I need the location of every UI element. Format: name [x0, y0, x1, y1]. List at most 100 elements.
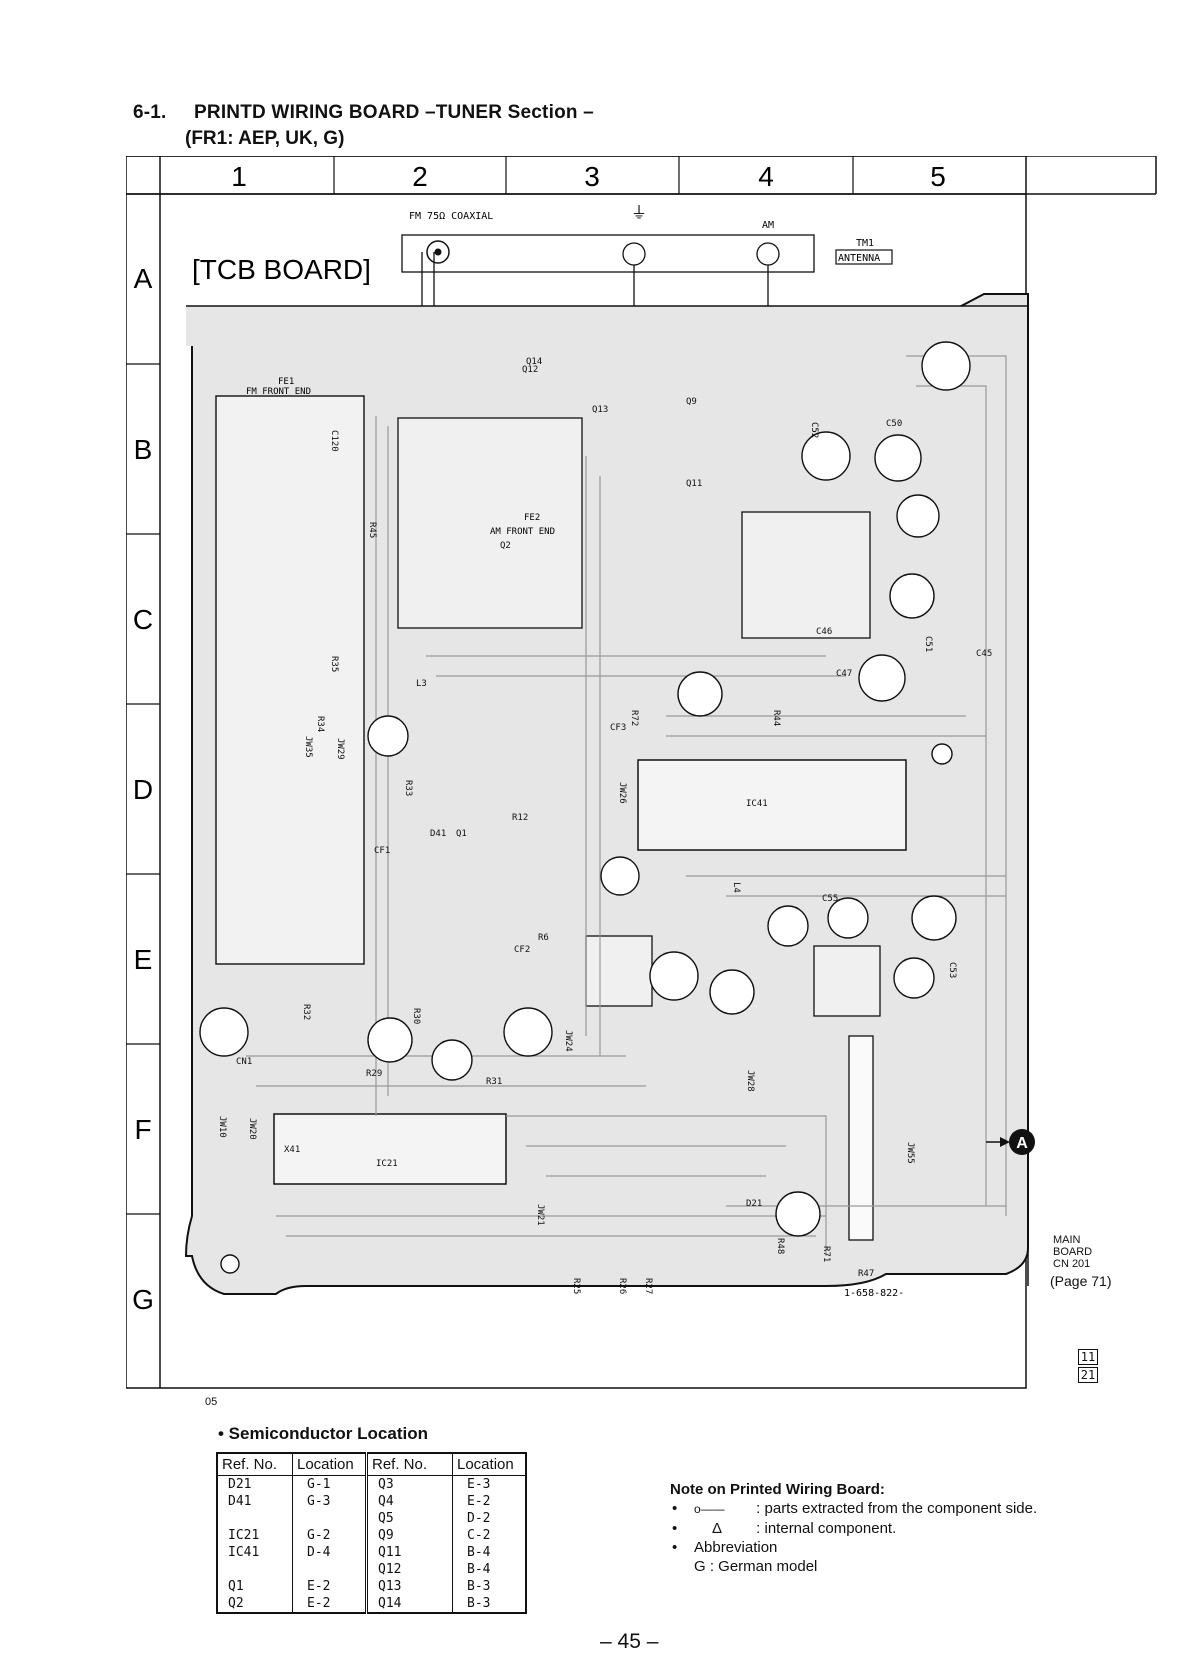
location-cell: B-4: [452, 1561, 526, 1578]
svg-text:JW26: JW26: [617, 782, 627, 804]
location-cell: C-2: [452, 1527, 526, 1544]
fm-antenna-label: FM 75Ω COAXIAL: [409, 211, 493, 222]
svg-text:CN1: CN1: [236, 1057, 252, 1067]
row-label: F: [134, 1114, 151, 1145]
ref-no-cell: Q3: [365, 1475, 453, 1493]
section-number: 6-1.: [133, 102, 167, 123]
svg-text:X41: X41: [284, 1145, 300, 1155]
ref-no-cell: Q14: [365, 1595, 453, 1613]
note-row: • Δ : internal component.: [672, 1520, 897, 1537]
row-label: C: [133, 604, 153, 635]
section-subtitle: (FR1: AEP, UK, G): [185, 128, 345, 149]
cn1-connector: [848, 1035, 874, 1241]
pwb-notes: Note on Printed Wiring Board: • o—— : pa…: [670, 1480, 1037, 1576]
svg-text:C50: C50: [886, 419, 902, 429]
note-row: • Abbreviation: [672, 1539, 778, 1556]
svg-text:IC21: IC21: [376, 1159, 398, 1169]
svg-text:FE2: FE2: [524, 513, 540, 523]
ref-no-cell: Q13: [365, 1578, 453, 1595]
svg-text:C55: C55: [822, 894, 838, 904]
col-header: Ref. No.: [216, 1452, 293, 1476]
ic41: [637, 759, 907, 851]
notes-title: Note on Printed Wiring Board:: [670, 1481, 885, 1498]
svg-text:Q14: Q14: [526, 357, 542, 367]
col-label: 2: [412, 161, 428, 192]
svg-text:Q11: Q11: [686, 479, 702, 489]
row-label: G: [132, 1284, 154, 1315]
location-cell: E-2: [452, 1493, 526, 1510]
connector-badge-circle: [1009, 1129, 1035, 1155]
row-label: B: [134, 434, 153, 465]
svg-text:JW20: JW20: [247, 1118, 257, 1140]
svg-text:CF1: CF1: [374, 846, 390, 856]
ground-symbol: ⏚: [631, 204, 647, 222]
svg-text:Q12: Q12: [522, 365, 538, 375]
svg-text:R34: R34: [315, 716, 325, 732]
svg-text:R27: R27: [643, 1278, 653, 1294]
note-row: G : German model: [694, 1558, 818, 1575]
col-header: Location: [292, 1452, 367, 1476]
svg-text:R47: R47: [858, 1269, 874, 1279]
tm1-label: TM1: [856, 238, 874, 249]
location-cell: E-2: [292, 1578, 367, 1595]
location-cell: D-2: [452, 1510, 526, 1527]
svg-text:AM FRONT END: AM FRONT END: [490, 527, 555, 537]
antenna-strip: [401, 234, 815, 273]
svg-text:JW55: JW55: [905, 1142, 915, 1164]
ref-no-cell: Q12: [365, 1561, 453, 1578]
location-cell: G-1: [292, 1475, 367, 1493]
section-title: PRINTD WIRING BOARD –TUNER Section –: [194, 102, 594, 123]
row-label: E: [134, 944, 153, 975]
semiconductor-location-title: • Semiconductor Location: [218, 1424, 428, 1443]
svg-text:JW10: JW10: [217, 1116, 227, 1138]
svg-text:C46: C46: [816, 627, 832, 637]
antenna-box-label: ANTENNA: [838, 253, 880, 264]
ref-no-cell: D21: [216, 1475, 293, 1493]
svg-text:R30: R30: [411, 1008, 421, 1024]
svg-text:R12: R12: [512, 813, 528, 823]
svg-text:JW29: JW29: [335, 738, 345, 760]
svg-text:Q13: Q13: [592, 405, 608, 415]
ref-no-cell: Q4: [365, 1493, 453, 1510]
ref-no-cell: Q11: [365, 1544, 453, 1561]
col-header: Ref. No.: [365, 1452, 453, 1476]
svg-text:JW28: JW28: [745, 1070, 755, 1092]
location-cell: B-3: [452, 1578, 526, 1595]
svg-text:R45: R45: [367, 522, 377, 538]
row-label: A: [134, 263, 153, 294]
svg-text:CF3: CF3: [610, 723, 626, 733]
svg-text:JW24: JW24: [563, 1030, 573, 1052]
svg-text:R29: R29: [366, 1069, 382, 1079]
ref-no-cell: Q1: [216, 1578, 293, 1595]
svg-text:FE1: FE1: [278, 377, 294, 387]
page-number: – 45 –: [600, 1630, 659, 1653]
svg-text:Q9: Q9: [686, 397, 697, 407]
svg-text:D21: D21: [746, 1199, 762, 1209]
fm-front-end-block: [215, 395, 365, 965]
location-cell: G-2: [292, 1527, 367, 1544]
capacitors: [199, 341, 971, 1274]
connector-page-ref: (Page 71): [1050, 1273, 1112, 1289]
svg-text:Q2: Q2: [500, 541, 511, 551]
svg-text:C53: C53: [947, 962, 957, 978]
location-cell: [292, 1561, 367, 1578]
ground-terminal: [622, 242, 646, 266]
am-antenna-label: AM: [762, 220, 774, 231]
svg-text:R44: R44: [771, 710, 781, 726]
col-label: 5: [930, 161, 946, 192]
svg-text:C45: C45: [976, 649, 992, 659]
location-cell: G-3: [292, 1493, 367, 1510]
am-terminal: [756, 242, 780, 266]
location-cell: [292, 1510, 367, 1527]
location-cell: D-4: [292, 1544, 367, 1561]
svg-text:R48: R48: [775, 1238, 785, 1254]
svg-text:FM FRONT END: FM FRONT END: [246, 387, 311, 397]
ref-no-cell: IC41: [216, 1544, 293, 1561]
svg-text:R35: R35: [329, 656, 339, 672]
svg-text:R25: R25: [571, 1278, 581, 1294]
stack-labels: 11 21: [1078, 1349, 1098, 1383]
